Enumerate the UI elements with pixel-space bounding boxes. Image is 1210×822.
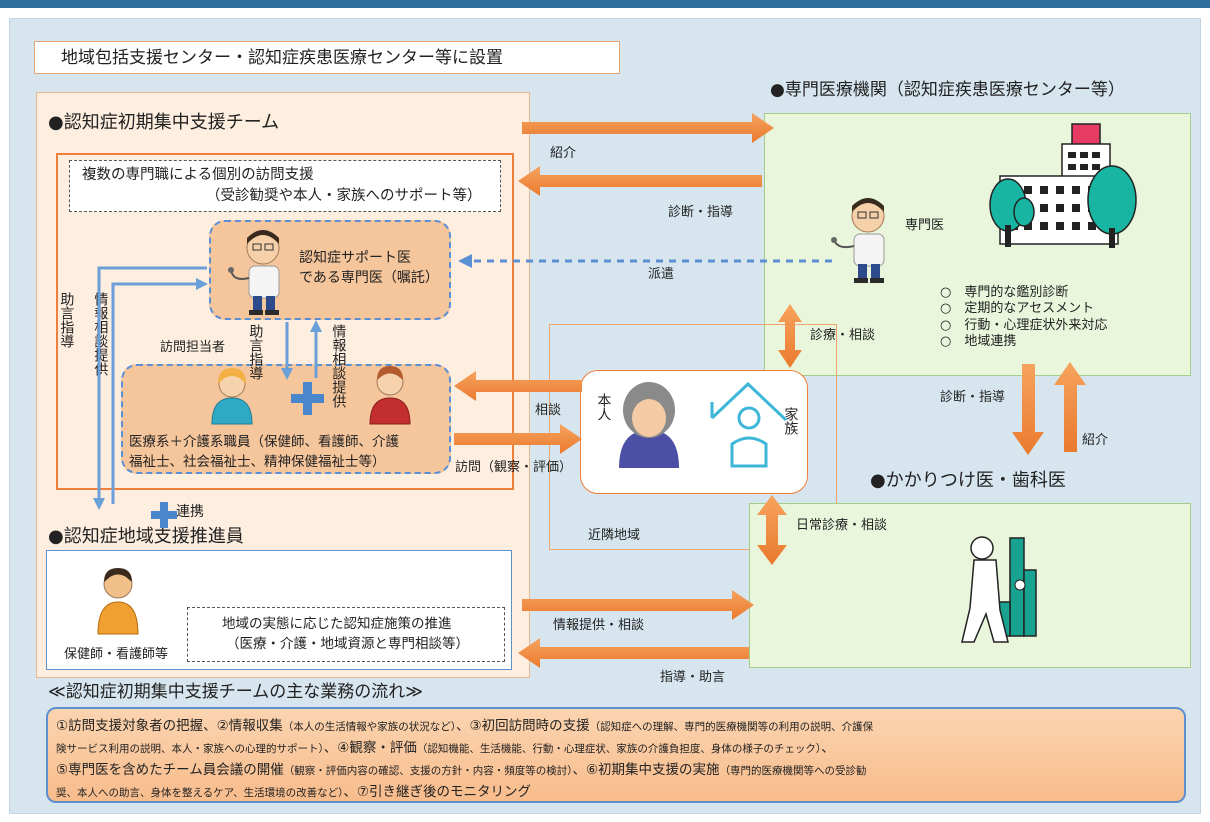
label-shokai2: 紹介 <box>1082 433 1109 448</box>
arrow-shindan <box>518 166 762 196</box>
label-joho: 情報提供・相談 <box>553 618 645 633</box>
specialist-title: ●専門医療機関（認知症疾患医療センター等） <box>770 80 1125 100</box>
label-shinryo: 診療・相談 <box>810 328 876 343</box>
kinrin-label: 近隣地域 <box>588 528 641 543</box>
label-shokai: 紹介 <box>550 146 577 161</box>
doctor-icon <box>228 230 280 315</box>
arrow-haken <box>458 254 832 268</box>
arrow-shokai <box>522 113 774 143</box>
flow-item: 、④観察・評価 <box>323 740 417 756</box>
flow-note: （認知症への理解、専門的医療機関等の利用の説明、介護保 <box>589 721 874 733</box>
promoter-person-icon <box>97 568 139 635</box>
support-box: 複数の専門職による個別の訪問支援 （受診勧奨や本人・家族へのサポート等） <box>69 160 501 212</box>
arrow-nichijo <box>757 495 787 565</box>
flow-line-2: 険サービス利用の説明、本人・家族への心理的サポート）、④観察・評価（認知機能、生… <box>56 737 835 757</box>
label-info-mid: 情報相談提供 <box>330 324 347 408</box>
promoter-line1: 地域の実態に応じた認知症施策の推進 <box>222 616 452 632</box>
flow-line-3: ⑤専門医を含めたチーム員会議の開催（観察・評価内容の確認、支援の方針・内容・頻度… <box>56 759 867 779</box>
flow-item: 、⑦引き継ぎ後のモニタリング <box>343 784 531 800</box>
arrow-sodan <box>454 371 582 401</box>
kazoku-label: 家族 <box>782 407 799 435</box>
label-shindan2: 診断・指導 <box>940 390 1006 405</box>
specialist-doctor-icon <box>831 198 885 283</box>
flow-note: （観察・評価内容の確認、支援の方針・内容・頻度等の検討） <box>283 765 573 777</box>
plus-icon <box>291 382 324 415</box>
elderly-person-icon <box>619 382 679 468</box>
staff-line1: 医療系＋介護系職員（保健師、看護師、介護 <box>129 434 399 450</box>
label-nichijo: 日常診療・相談 <box>796 518 888 533</box>
specialist-item: ○ 地域連携 <box>940 333 1017 349</box>
honnin-label: 本人 <box>595 393 612 421</box>
arrow-homon <box>454 424 582 454</box>
doctor-line1: 認知症サポート医 <box>299 250 411 266</box>
flow-note: （本人の生活情報や家族の状況など） <box>282 721 456 733</box>
flow-item: ⑤専門医を含めたチーム員会議の開催 <box>56 762 284 778</box>
label-sodan: 相談 <box>535 403 562 418</box>
arrow-shindan2 <box>1012 364 1044 455</box>
flow-title: ≪認知症初期集中支援チームの主な業務の流れ≫ <box>48 682 424 702</box>
flow-item: ①訪問支援対象者の把握、②情報収集 <box>56 718 283 734</box>
flow-box: ①訪問支援対象者の把握、②情報収集（本人の生活情報や家族の状況など）、③初回訪問… <box>46 707 1186 803</box>
promoter-line2: （医療・介護・地域資源と専門相談等） <box>226 636 469 652</box>
team-title: ●認知症初期集中支援チーム <box>48 112 280 133</box>
label-advice-left: 助言指導 <box>58 292 75 348</box>
person-box: 本人 家族 <box>580 370 808 494</box>
label-shido-jogen: 指導・助言 <box>660 670 726 685</box>
label-haken: 派遣 <box>648 267 675 282</box>
location-note-box: 地域包括支援センター・認知症疾患医療センター等に設置 <box>34 41 620 74</box>
plus-icon <box>151 502 177 528</box>
renkei-label: 連携 <box>176 504 204 520</box>
visitor-label: 訪問担当者 <box>160 340 226 355</box>
top-bar <box>0 0 1210 8</box>
team-connectors <box>93 266 322 510</box>
support-line1: 複数の専門職による個別の訪問支援 <box>82 167 314 183</box>
flow-line-1: ①訪問支援対象者の把握、②情報収集（本人の生活情報や家族の状況など）、③初回訪問… <box>56 715 873 735</box>
flow-note: 険サービス利用の説明、本人・家族への心理的サポート） <box>56 743 324 755</box>
flow-item: 、⑥初期集中支援の実施 <box>572 762 720 778</box>
flow-line-4: 奨、本人への助言、身体を整えるケア、生活環境の改善など）、⑦引き継ぎ後のモニタリ… <box>56 781 531 801</box>
label-homon: 訪問（観察・評価） <box>455 460 573 475</box>
specialist-item: ○ 行動・心理症状外来対応 <box>940 317 1108 333</box>
promoter-box: 地域の実態に応じた認知症施策の推進 （医療・介護・地域資源と専門相談等） <box>187 607 505 662</box>
team-inner-frame <box>56 153 514 490</box>
kakaritsuke-title: ●かかりつけ医・歯科医 <box>870 470 1066 491</box>
arrow-shokai2 <box>1054 362 1086 452</box>
doctor-line2: である専門医（嘱託） <box>299 270 439 286</box>
specialist-doctor-label: 専門医 <box>905 218 945 233</box>
clinic-doctor-icon <box>961 536 1037 643</box>
arrow-shido-jogen <box>518 638 749 668</box>
flow-item: 、 <box>821 740 835 756</box>
specialist-panel <box>764 113 1191 376</box>
label-shindan: 診断・指導 <box>668 205 734 220</box>
family-house-icon <box>710 381 788 468</box>
flow-note: （認知機能、生活機能、行動・心理症状、家族の介護負担度、身体の様子のチェック） <box>416 743 822 755</box>
arrow-shinryo <box>778 304 802 368</box>
male-staff-icon <box>369 366 411 425</box>
female-staff-icon <box>211 368 253 425</box>
flow-note: 奨、本人への助言、身体を整えるケア、生活環境の改善など） <box>56 787 344 799</box>
support-line2: （受診勧奨や本人・家族へのサポート等） <box>206 188 482 204</box>
arrow-joho <box>522 590 754 620</box>
staff-line2: 福祉士、社会福祉士、精神保健福祉士等） <box>129 454 386 470</box>
promoter-title: ●認知症地域支援推進員 <box>48 526 244 547</box>
hospital-icon <box>989 123 1137 248</box>
promoter-person-label: 保健師・看護師等 <box>64 647 169 662</box>
flow-note: （専門的医療機関等への受診勧 <box>719 765 867 777</box>
label-advice-mid: 助言指導 <box>247 324 264 380</box>
specialist-item: ○ 専門的な鑑別診断 <box>940 285 1069 300</box>
location-note: 地域包括支援センター・認知症疾患医療センター等に設置 <box>61 48 503 68</box>
specialist-items: ○ 専門的な鑑別診断 ○ 定期的なアセスメント ○ 行動・心理症状外来対応 ○ … <box>940 285 1107 350</box>
specialist-item: ○ 定期的なアセスメント <box>940 301 1095 317</box>
flow-item: 、③初回訪問時の支援 <box>455 718 590 734</box>
